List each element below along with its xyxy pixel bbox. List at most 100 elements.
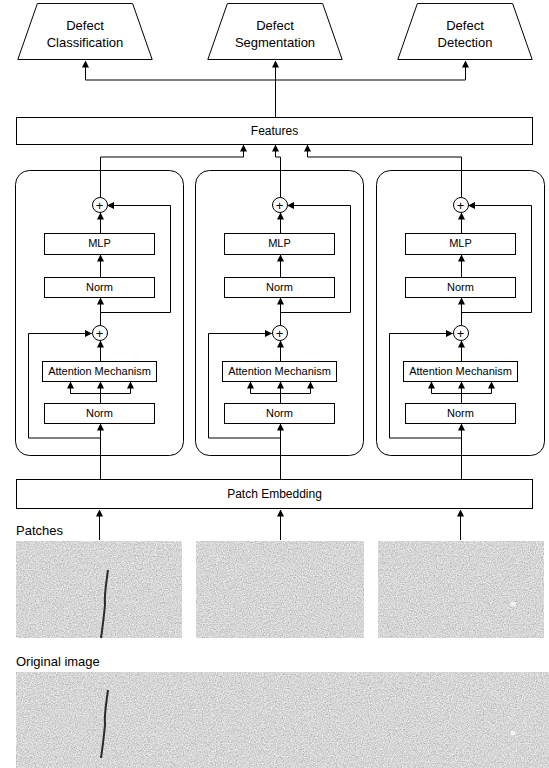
connector-line [280, 255, 281, 277]
connector-line [280, 341, 281, 361]
connector [280, 213, 281, 233]
connector-line [280, 382, 281, 394]
node-label: MLP [88, 237, 111, 251]
connector-line [130, 382, 131, 394]
connector [432, 382, 492, 403]
sum-symbol: + [96, 327, 104, 340]
connector-line [100, 341, 101, 361]
sum-symbol: + [276, 199, 284, 212]
process-box: MLP [44, 233, 155, 255]
connector [280, 255, 281, 277]
connector-line [100, 255, 101, 277]
connector [276, 61, 466, 117]
process-box: Norm [44, 403, 155, 424]
node-label: Norm [447, 407, 474, 421]
transformer-block-outline [377, 171, 545, 456]
connector [100, 298, 101, 325]
node-label: Norm [266, 281, 293, 295]
node-label: Patch Embedding [227, 487, 322, 502]
sum-symbol: + [96, 199, 104, 212]
connector-line [280, 213, 281, 233]
task-head: Defect Detection [397, 3, 533, 60]
process-box: Features [16, 117, 533, 145]
node-label: Defect Detection [421, 18, 509, 51]
node-label: Defect Classification [41, 18, 129, 51]
connector [308, 145, 462, 197]
connector-line [86, 61, 276, 117]
section-label: Original image [16, 654, 100, 669]
sum-symbol: + [457, 327, 465, 340]
connector-line [461, 394, 462, 404]
connector [100, 213, 101, 233]
connector [100, 255, 101, 277]
connector [276, 145, 281, 197]
connector-line [70, 382, 71, 394]
patch-arrow [99, 510, 100, 540]
crack [101, 690, 108, 758]
patch-image [378, 541, 544, 638]
connector-line [276, 61, 466, 117]
connector-line [276, 145, 281, 197]
task-head: Defect Segmentation [207, 3, 343, 60]
node-label: Attention Mechanism [409, 365, 512, 379]
connector-line [310, 382, 311, 394]
connector [86, 61, 276, 117]
connector-line [431, 382, 432, 394]
connector-line [280, 394, 281, 404]
connector [100, 341, 101, 361]
transformer-block-outline [196, 171, 364, 456]
node-label: MLP [268, 237, 291, 251]
connector [461, 341, 462, 361]
node-label: Attention Mechanism [48, 365, 151, 379]
patch-arrow [460, 510, 461, 540]
connector [71, 382, 131, 403]
sum-symbol: + [276, 327, 284, 340]
trapezoid-shape [208, 3, 342, 59]
connector-line [280, 298, 281, 325]
patch-image [196, 541, 364, 638]
connector-line [461, 213, 462, 233]
connector-line [308, 145, 462, 197]
sum-node: + [272, 197, 288, 213]
trapezoid-shape [18, 3, 152, 59]
bright-spot [511, 731, 516, 736]
process-box: Norm [224, 403, 335, 424]
connector-line [101, 145, 244, 197]
connector-line [461, 298, 462, 325]
connector-line [100, 394, 101, 404]
connector-line [250, 382, 251, 394]
process-box: Norm [405, 403, 516, 424]
connector-line [461, 382, 462, 394]
sum-node: + [453, 325, 469, 341]
connector-line [491, 382, 492, 394]
connector-line [100, 382, 101, 394]
process-box: Attention Mechanism [42, 361, 157, 382]
process-box: Norm [224, 277, 335, 298]
patch-arrow [280, 510, 281, 540]
node-label: Norm [86, 407, 113, 421]
connector [101, 145, 244, 197]
bright-spot [511, 602, 516, 607]
sum-node: + [92, 197, 108, 213]
transformer-block-outline [16, 171, 184, 456]
connector [461, 298, 462, 325]
node-label: MLP [449, 237, 472, 251]
connector [280, 298, 281, 325]
sum-node: + [272, 325, 288, 341]
connector-line [461, 255, 462, 277]
node-label: Norm [266, 407, 293, 421]
node-label: Defect Segmentation [231, 18, 319, 51]
connector-line [100, 298, 101, 325]
original-image [16, 672, 549, 768]
crack [101, 570, 108, 638]
node-label: Norm [447, 281, 474, 295]
connector [461, 213, 462, 233]
process-box: MLP [224, 233, 335, 255]
sum-node: + [453, 197, 469, 213]
task-head: Defect Classification [17, 3, 153, 60]
sum-node: + [92, 325, 108, 341]
patch-image [16, 541, 182, 638]
